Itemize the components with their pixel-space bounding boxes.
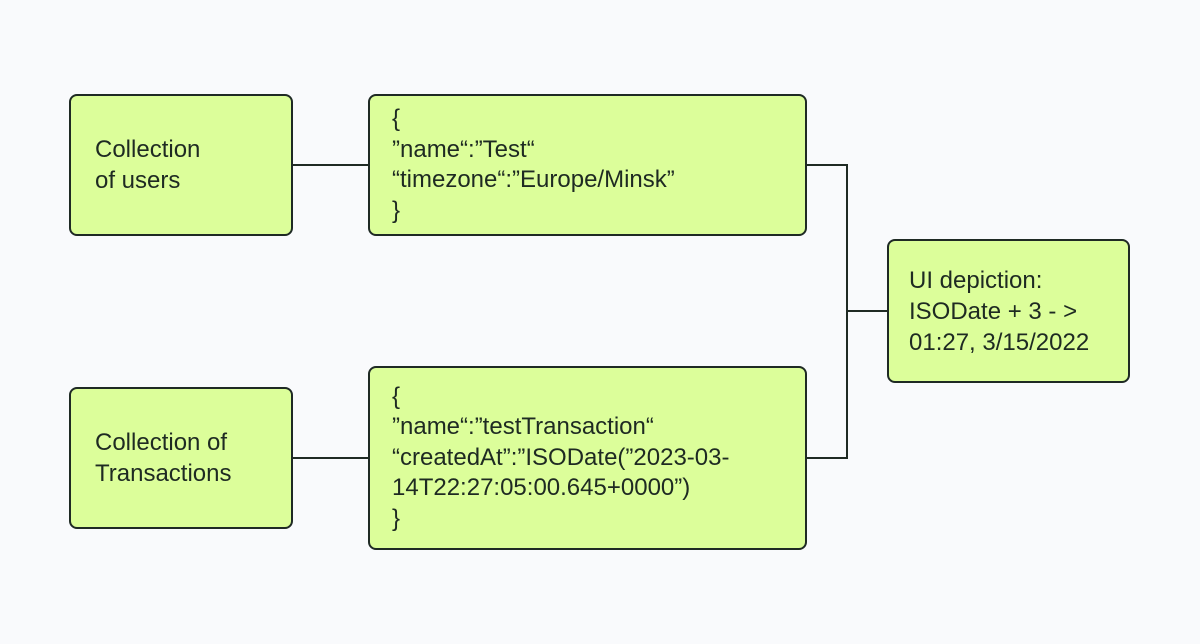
node-text-line: ISODate + 3 - > — [909, 297, 1078, 325]
node-text-line: UI depiction: — [909, 266, 1043, 294]
json-line: { — [392, 105, 401, 132]
node-collection-of-users: Collection of users — [69, 94, 293, 236]
json-line: “createdAt”:”ISODate(”2023-03- — [392, 443, 730, 471]
edge-users-json-to-ui-depiction — [807, 164, 887, 312]
node-text-line: 01:27, 3/15/2022 — [909, 328, 1090, 356]
node-ui-depiction: UI depiction: ISODate + 3 - > 01:27, 3/1… — [887, 239, 1130, 383]
node-users-json-document: { ”name“:”Test“ “timezone“:”Europe/Minsk… — [368, 94, 807, 236]
node-text-line: Collection — [95, 136, 201, 163]
node-text-line: Collection of — [95, 429, 228, 456]
json-line: } — [392, 504, 401, 532]
node-text-line: of users — [95, 167, 181, 194]
node-text-line: Transactions — [95, 460, 232, 487]
edge-transactions-json-to-ui-depiction — [807, 311, 848, 459]
json-line: 14T22:27:05:00.645+0000”) — [392, 474, 691, 502]
json-line: ”name“:”testTransaction“ — [392, 413, 654, 441]
node-collection-of-transactions: Collection of Transactions — [69, 387, 293, 529]
json-line: { — [392, 382, 401, 410]
json-line: } — [392, 196, 401, 224]
json-line: ”name“:”Test“ — [392, 135, 535, 163]
node-transactions-json-document: { ”name“:”testTransaction“ “createdAt”:”… — [368, 366, 807, 550]
json-line: “timezone“:”Europe/Minsk” — [392, 166, 675, 193]
